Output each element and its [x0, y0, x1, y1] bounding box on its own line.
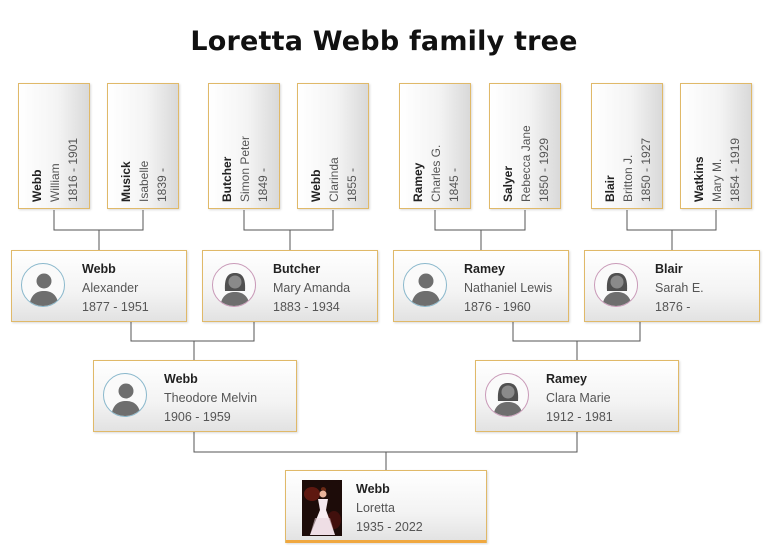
life-years: 1850 - 1927 — [639, 137, 653, 202]
portrait-photo — [302, 480, 342, 536]
male-avatar-icon — [21, 263, 65, 307]
page-title: Loretta Webb family tree — [190, 26, 578, 57]
given-name: Loretta — [356, 501, 395, 515]
given-name: Clarinda — [327, 157, 341, 202]
female-avatar-icon — [212, 263, 256, 307]
person-card-webb-clarinda[interactable]: Webb Clarinda 1855 - — [297, 83, 369, 209]
given-name: Alexander — [82, 281, 139, 295]
surname: Butcher — [220, 156, 234, 202]
given-name: Isabelle — [137, 160, 151, 202]
life-years: 1850 - 1929 — [537, 137, 551, 202]
life-years: 1906 - 1959 — [164, 410, 231, 424]
given-name: Clara Marie — [546, 391, 611, 405]
surname: Ramey — [411, 162, 425, 202]
surname: Butcher — [273, 262, 321, 276]
surname: Blair — [655, 262, 683, 276]
selected-accent-bar — [286, 540, 486, 543]
person-card-musick-isabelle[interactable]: Musick Isabelle 1839 - — [107, 83, 179, 209]
life-years: 1883 - 1934 — [273, 300, 340, 314]
person-card-blair-britton[interactable]: Blair Britton J. 1850 - 1927 — [591, 83, 663, 209]
life-years: 1839 - — [155, 167, 169, 202]
person-card-ramey-charles[interactable]: Ramey Charles G. 1845 - — [399, 83, 471, 209]
surname: Webb — [356, 482, 390, 496]
female-avatar-icon — [594, 263, 638, 307]
given-name: Theodore Melvin — [164, 391, 258, 405]
female-avatar-icon — [485, 373, 529, 417]
surname: Webb — [164, 372, 198, 386]
surname: Ramey — [546, 372, 587, 386]
life-years: 1845 - — [447, 167, 461, 202]
person-card-butcher-simon-peter[interactable]: Butcher Simon Peter 1849 - — [208, 83, 280, 209]
life-years: 1912 - 1981 — [546, 410, 613, 424]
given-name: Mary M. — [710, 158, 724, 202]
surname: Salyer — [501, 165, 515, 202]
surname: Watkins — [692, 156, 706, 202]
life-years: 1877 - 1951 — [82, 300, 149, 314]
given-name: Nathaniel Lewis — [464, 281, 553, 295]
given-name: Rebecca Jane — [519, 125, 533, 202]
person-card-webb-theodore-melvin[interactable]: Webb Theodore Melvin 1906 - 1959 — [93, 360, 297, 432]
given-name: Charles G. — [429, 144, 443, 202]
given-name: Simon Peter — [238, 135, 252, 202]
surname: Ramey — [464, 262, 505, 276]
male-avatar-icon — [403, 263, 447, 307]
surname: Blair — [603, 175, 617, 202]
surname: Webb — [82, 262, 116, 276]
life-years: 1876 - 1960 — [464, 300, 531, 314]
surname: Webb — [309, 169, 323, 202]
person-card-webb-loretta[interactable]: Webb Loretta 1935 - 2022 — [285, 470, 487, 543]
given-name: Mary Amanda — [273, 281, 351, 295]
surname: Webb — [30, 169, 44, 202]
life-years: 1935 - 2022 — [356, 520, 423, 534]
person-card-ramey-nathaniel-lewis[interactable]: Ramey Nathaniel Lewis 1876 - 1960 — [393, 250, 569, 322]
life-years: 1849 - — [256, 167, 270, 202]
person-card-webb-william[interactable]: Webb William 1816 - 1901 — [18, 83, 90, 209]
life-years: 1854 - 1919 — [728, 137, 742, 202]
given-name: William — [48, 163, 62, 202]
life-years: 1876 - — [655, 300, 691, 314]
surname: Musick — [119, 161, 133, 202]
person-card-ramey-clara-marie[interactable]: Ramey Clara Marie 1912 - 1981 — [475, 360, 679, 432]
male-avatar-icon — [103, 373, 147, 417]
person-card-butcher-mary-amanda[interactable]: Butcher Mary Amanda 1883 - 1934 — [202, 250, 378, 322]
person-card-salyer-rebecca-jane[interactable]: Salyer Rebecca Jane 1850 - 1929 — [489, 83, 561, 209]
person-card-webb-alexander[interactable]: Webb Alexander 1877 - 1951 — [11, 250, 187, 322]
life-years: 1816 - 1901 — [66, 137, 80, 202]
person-card-watkins-mary[interactable]: Watkins Mary M. 1854 - 1919 — [680, 83, 752, 209]
given-name: Sarah E. — [655, 281, 704, 295]
person-card-blair-sarah[interactable]: Blair Sarah E. 1876 - — [584, 250, 760, 322]
life-years: 1855 - — [345, 167, 359, 202]
given-name: Britton J. — [621, 154, 635, 202]
